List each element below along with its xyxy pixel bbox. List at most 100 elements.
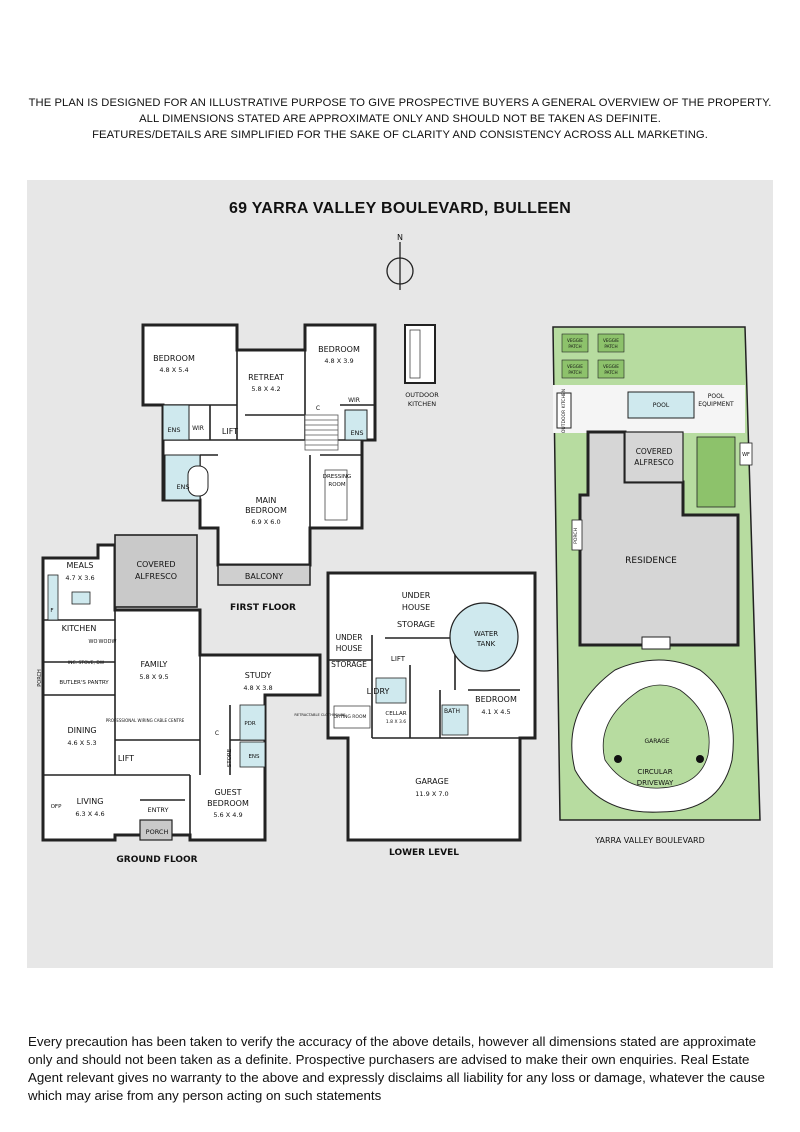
ff-cupboard: C	[316, 405, 320, 412]
outdoor-kitchen-line1: OUTDOOR	[405, 391, 439, 399]
veggie-patch-3-line1: VEGGIE	[567, 364, 583, 369]
gf-living-name: LIVING	[77, 797, 104, 806]
gf-guest-line1: GUEST	[214, 788, 241, 797]
site-alfresco-line2: ALFRESCO	[634, 458, 674, 467]
site-outdoor-kitchen: OUTDOOR KITCHEN	[561, 389, 567, 433]
outdoor-kitchen-line2: KITCHEN	[408, 400, 436, 408]
compass-icon: N	[386, 233, 414, 290]
gf-side-porch: PORCH	[37, 669, 43, 687]
ll-bedroom-name: BEDROOM	[475, 695, 517, 704]
ff-ens-left: ENS	[167, 426, 180, 434]
ll-tank-line2: TANK	[476, 640, 496, 648]
site-pool-equipment-line1: POOL	[708, 393, 725, 400]
site-street: YARRA VALLEY BOULEVARD	[594, 836, 705, 845]
ff-main-bedroom-line1: MAIN	[256, 496, 277, 505]
gf-family-name: FAMILY	[141, 660, 168, 669]
ll-clothesline: RETRACTABLE CLOTHESLINE	[294, 713, 346, 717]
gf-guest-line2: BEDROOM	[207, 799, 249, 808]
gf-cupboard: C	[215, 730, 219, 737]
gf-alfresco-line1: COVERED	[136, 560, 175, 569]
ll-storage1-line3: STORAGE	[397, 620, 435, 629]
site-plan: VEGGIE PATCH VEGGIE PATCH VEGGIE PATCH V…	[552, 326, 761, 845]
veggie-patch-1-line2: PATCH	[568, 344, 581, 349]
gf-study-name: STUDY	[245, 671, 272, 680]
disclaimer-top: THE PLAN IS DESIGNED FOR AN ILLUSTRATIVE…	[0, 95, 800, 143]
gf-living-dims: 6.3 X 4.6	[75, 810, 104, 818]
veggie-patch-2-line1: VEGGIE	[603, 338, 619, 343]
ll-cellar-dims: 1.8 X 3.6	[386, 719, 406, 725]
ll-storage2-line2: HOUSE	[336, 644, 363, 653]
veggie-patch-3-line2: PATCH	[568, 370, 581, 375]
ll-lift: LIFT	[391, 655, 406, 663]
site-garage: GARAGE	[644, 738, 669, 745]
gf-store: STORE	[227, 748, 233, 767]
ff-dressing-line2: ROOM	[328, 482, 345, 488]
gf-wall-oven: WO	[89, 639, 98, 645]
site-driveway-line2: DRIVEWAY	[637, 779, 674, 787]
ff-retreat-dims: 5.8 X 4.2	[251, 385, 280, 393]
ff-ens-main: ENS	[176, 483, 189, 491]
veggie-patch-1-line1: VEGGIE	[567, 338, 583, 343]
ff-bedroom2-dims: 4.8 X 3.9	[324, 357, 353, 365]
veggie-patch-4-line2: PATCH	[604, 370, 617, 375]
ff-lift: LIFT	[222, 427, 238, 436]
gf-entry: ENTRY	[147, 806, 168, 814]
disclaimer-bottom: Every precaution has been taken to verif…	[28, 1034, 765, 1103]
site-alfresco-line1: COVERED	[636, 447, 673, 456]
property-title: 69 YARRA VALLEY BOULEVARD, BULLEEN	[228, 200, 572, 217]
gf-pantry-note: INC. STOVE, DW	[68, 660, 105, 666]
gf-pdr: PDR	[244, 721, 256, 727]
ll-cellar-name: CELLAR	[385, 711, 406, 717]
gf-cable-note: PROFESSIONAL WIRING CABLE CENTRE	[106, 718, 185, 723]
ff-retreat-name: RETREAT	[248, 373, 284, 382]
ground-floor-label: GROUND FLOOR	[116, 855, 197, 865]
gf-alfresco-line2: ALFRESCO	[135, 572, 177, 581]
gf-meals-dims: 4.7 X 3.6	[65, 574, 94, 582]
ff-wir-left: WIR	[192, 425, 204, 432]
gf-study-dims: 4.8 X 3.8	[243, 684, 272, 692]
ff-main-bedroom-dims: 6.9 X 6.0	[251, 518, 280, 526]
site-pool: POOL	[653, 402, 670, 409]
gf-butlers-pantry: BUTLER'S PANTRY	[59, 680, 109, 686]
site-driveway-line1: CIRCULAR	[637, 768, 672, 776]
veggie-patch-4-line1: VEGGIE	[603, 364, 619, 369]
disclaimer-line-2: ALL DIMENSIONS STATED ARE APPROXIMATE ON…	[139, 113, 661, 125]
site-residence: RESIDENCE	[625, 556, 677, 566]
gf-dishwasher: DW	[108, 639, 117, 645]
site-wf: WF	[742, 452, 750, 458]
gf-ofp: OFP	[51, 804, 62, 810]
ll-drying: DRYING ROOM	[334, 714, 367, 720]
site-pool-equipment-line2: EQUIPMENT	[698, 401, 734, 408]
gf-guest-dims: 5.6 X 4.9	[213, 811, 242, 819]
ff-wir-right: WIR	[348, 397, 360, 404]
gf-lift: LIFT	[118, 754, 134, 763]
gf-family-dims: 5.8 X 9.5	[139, 673, 168, 681]
ll-storage2-line3: STORAGE	[331, 660, 367, 669]
ff-bedroom1-name: BEDROOM	[153, 354, 195, 363]
gf-dining-name: DINING	[67, 726, 96, 735]
ll-storage1-line1: UNDER	[402, 591, 431, 600]
ll-bedroom-dims: 4.1 X 4.5	[481, 708, 510, 716]
ll-garage-dims: 11.9 X 7.0	[415, 790, 448, 798]
ff-ens-right: ENS	[350, 429, 363, 437]
ll-laundry: L'DRY	[367, 687, 390, 696]
disclaimer-line-3: FEATURES/DETAILS ARE SIMPLIFIED FOR THE …	[92, 129, 708, 141]
ll-bath: BATH	[444, 708, 460, 715]
site-porch: PORCH	[573, 528, 579, 544]
lower-level-label: LOWER LEVEL	[389, 848, 459, 858]
gf-porch-front: PORCH	[146, 828, 169, 836]
ff-main-bedroom-line2: BEDROOM	[245, 506, 287, 515]
veggie-patch-2-line2: PATCH	[604, 344, 617, 349]
ll-garage-name: GARAGE	[415, 777, 449, 786]
gf-kitchen: KITCHEN	[62, 624, 97, 633]
gf-ens: ENS	[248, 754, 260, 760]
ff-bedroom1-dims: 4.8 X 5.4	[159, 366, 188, 374]
ll-storage2-line1: UNDER	[336, 633, 363, 642]
disclaimer-line-1: THE PLAN IS DESIGNED FOR AN ILLUSTRATIVE…	[28, 97, 772, 109]
gf-wall-oven-2: WO	[99, 639, 108, 645]
ll-tank-line1: WATER	[474, 630, 498, 638]
gf-dining-dims: 4.6 X 5.3	[67, 739, 96, 747]
first-floor-label: FIRST FLOOR	[230, 603, 296, 613]
ll-storage1-line2: HOUSE	[402, 603, 430, 612]
